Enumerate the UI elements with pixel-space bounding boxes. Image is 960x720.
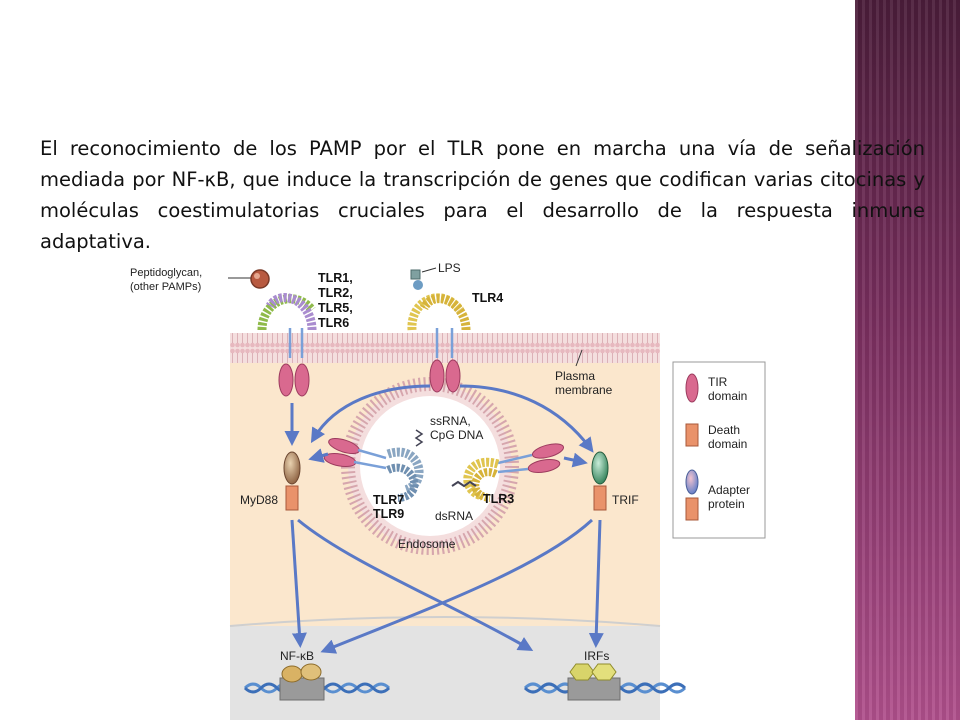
tlr3-ectodomain-b bbox=[471, 468, 498, 502]
trif-label: TRIF bbox=[612, 493, 639, 507]
legend-death-label-2: domain bbox=[708, 437, 747, 451]
arrow-tlr4-to-myd88 bbox=[310, 384, 431, 444]
slide-paragraph: El reconocimiento de los PAMP por el TLR… bbox=[40, 137, 925, 253]
arrow-tlr4-to-trif bbox=[459, 384, 594, 453]
tlr5-label: TLR5, bbox=[318, 301, 353, 315]
other-pamps-label: (other PAMPs) bbox=[130, 281, 201, 293]
tlr9-label: TLR9 bbox=[373, 507, 404, 521]
tlr9-transmembrane bbox=[353, 460, 387, 470]
myd88-tir-domain bbox=[283, 451, 301, 485]
tlr1-label: TLR1, bbox=[318, 271, 353, 285]
endosome-lumen bbox=[360, 396, 500, 536]
tlr2-label: TLR2, bbox=[318, 286, 353, 300]
ssrna-label: ssRNA, bbox=[430, 414, 471, 428]
decorative-side-band bbox=[855, 0, 960, 720]
tlr1-ectodomain bbox=[266, 293, 317, 331]
arrow-tlr7-to-myd88 bbox=[308, 448, 329, 463]
lps-leader-line bbox=[421, 267, 437, 273]
dsrna-strand bbox=[451, 480, 477, 488]
arrow-trif-to-nfkb bbox=[320, 518, 594, 654]
peptidoglycan-label: Peptidoglycan, bbox=[130, 267, 202, 279]
myd88-death-domain bbox=[285, 485, 299, 511]
dsrna-label: dsRNA bbox=[435, 509, 473, 523]
legend-tir-icon bbox=[685, 373, 699, 403]
plasma-membrane bbox=[230, 333, 660, 363]
plasma-membrane-leader bbox=[575, 349, 583, 367]
nfkb-promoter-box bbox=[279, 677, 325, 701]
legend-tir-label-2: domain bbox=[708, 389, 747, 403]
legend-death-icon bbox=[685, 423, 699, 447]
tlr2-tir-domain bbox=[278, 363, 294, 397]
tlr7-transmembrane bbox=[357, 448, 387, 460]
irf-promoter-box bbox=[567, 677, 621, 701]
tlr3-transmembrane-b bbox=[497, 467, 529, 474]
side-band-texture bbox=[855, 0, 960, 720]
legend-adapter-label-2: protein bbox=[708, 497, 745, 511]
trif-tir-domain bbox=[591, 451, 609, 485]
legend-adapter-death-icon bbox=[685, 497, 699, 521]
tlr-signaling-diagram: Peptidoglycan, (other PAMPs) TLR1, TLR2,… bbox=[130, 258, 770, 720]
arrow-tlr3-to-trif bbox=[563, 452, 588, 468]
membrane-label: membrane bbox=[555, 383, 613, 397]
tlr4-label: TLR4 bbox=[472, 291, 503, 305]
tlr7-label: TLR7 bbox=[373, 493, 404, 507]
legend-adapter-label: Adapter bbox=[708, 483, 750, 497]
lps-label: LPS bbox=[438, 261, 461, 275]
tlr3-tir-domain-a bbox=[531, 443, 565, 459]
nfkb-label: NF-κB bbox=[280, 649, 314, 663]
myd88-label: MyD88 bbox=[240, 493, 278, 507]
tlr3-tir-domain-b bbox=[527, 458, 561, 474]
irf-subunit-b bbox=[591, 663, 617, 681]
irfs-label: IRFs bbox=[584, 649, 609, 663]
tlr1-tir-domain bbox=[294, 363, 310, 397]
pamp-ligand-icon bbox=[250, 269, 270, 289]
arrow-myd88-to-irfs bbox=[297, 518, 534, 651]
legend-death-label: Death bbox=[708, 423, 740, 437]
arrow-trif-to-irfs bbox=[588, 519, 604, 648]
tlr3-transmembrane-a bbox=[497, 453, 533, 465]
plasma-label: Plasma bbox=[555, 369, 595, 383]
nfkb-subunit-b bbox=[300, 663, 322, 681]
trif-death-domain bbox=[593, 485, 607, 511]
arrow-myd88-to-nfkb bbox=[290, 519, 307, 648]
tlr6-label: TLR6 bbox=[318, 316, 349, 330]
cpg-dna-label: CpG DNA bbox=[430, 428, 483, 442]
legend-tir-label: TIR bbox=[708, 375, 728, 389]
tlr4-tir-domain-b bbox=[445, 359, 461, 393]
nuclear-envelope bbox=[229, 616, 661, 627]
nfkb-subunit-a bbox=[281, 665, 303, 683]
lps-ligand-icon bbox=[410, 269, 421, 280]
ssrna-strand bbox=[414, 429, 424, 447]
tlr4-tir-domain-a bbox=[429, 359, 445, 393]
tlr3-ectodomain-a bbox=[463, 457, 500, 501]
tlr3-label: TLR3 bbox=[483, 492, 514, 506]
tlr9-ectodomain bbox=[386, 463, 419, 502]
irf-subunit-a bbox=[569, 663, 595, 681]
pamp-ligand-highlight bbox=[254, 273, 260, 279]
lps-head-icon bbox=[413, 280, 423, 290]
endosome-label: Endosome bbox=[398, 537, 456, 551]
legend-adapter-icon bbox=[685, 469, 699, 495]
